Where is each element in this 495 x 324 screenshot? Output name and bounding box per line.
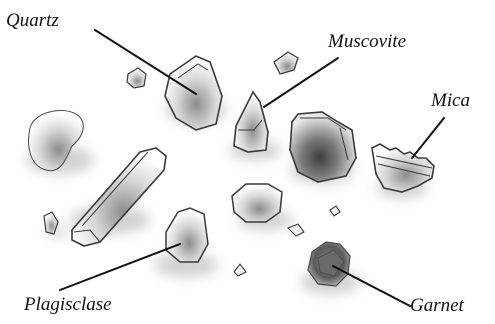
label-garnet: Garnet: [410, 296, 464, 315]
center-grain: [232, 184, 282, 222]
mica-leader: [412, 118, 444, 158]
grain-shadows: [26, 96, 428, 294]
small-grain: [127, 68, 146, 88]
muscovite-grain: [234, 92, 268, 152]
label-mica: Mica: [431, 91, 470, 110]
small-grain: [274, 52, 298, 74]
label-muscovite: Muscovite: [328, 32, 406, 51]
plagisclase-label-grain: [166, 208, 208, 262]
label-quartz: Quartz: [6, 11, 59, 30]
label-plagisclase: Plagisclase: [24, 295, 112, 314]
quartz-leader: [95, 30, 196, 94]
dark-grain: [290, 112, 356, 182]
